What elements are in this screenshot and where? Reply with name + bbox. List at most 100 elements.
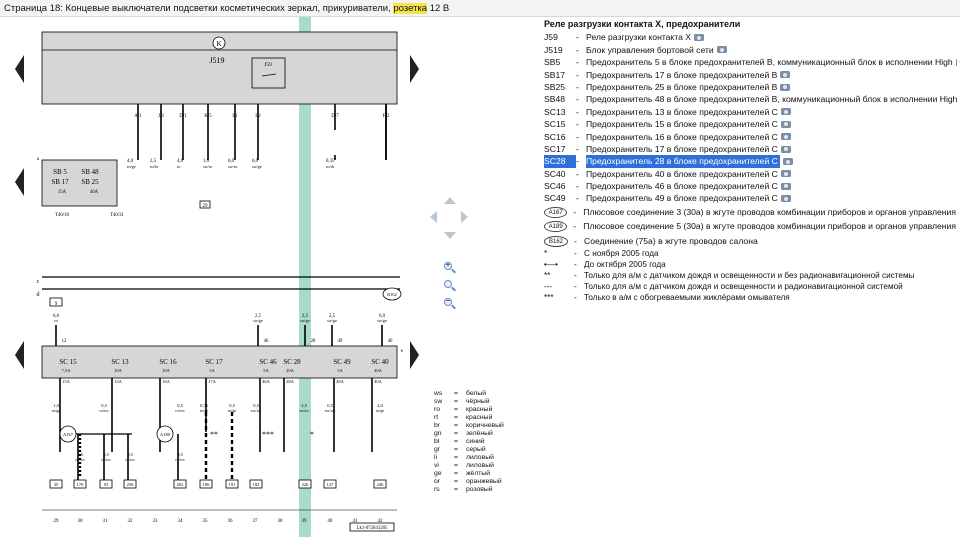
next-page-arrow[interactable] [410,55,419,83]
legend-code: SB17 [544,69,566,80]
legend-dash: - [576,181,579,192]
mid-terminal: 40 [388,339,393,344]
color-code-row: rs=розовый [434,486,504,494]
mid-wire-size: 2,5 [329,314,336,319]
box-29-label: 29 [203,204,209,209]
camera-icon[interactable] [782,158,793,165]
camera-icon[interactable] [780,182,791,190]
legend-item[interactable]: SC28-Предохранитель 28 в блоке предохран… [544,155,956,168]
legend-item[interactable]: SB25-Предохранитель 25 в блоке предохран… [544,81,956,93]
camera-icon[interactable] [780,83,791,91]
color-eq: = [454,470,458,477]
legend-item[interactable]: J519-Блок управления бортовой сети [544,44,956,56]
legend-item[interactable]: SC16-Предохранитель 16 в блоке предохран… [544,131,956,143]
doc-id-label: Lk1-072041205 [357,526,389,531]
camera-icon[interactable] [780,108,791,116]
top-wire-size: 6,0 [252,159,259,164]
color-code-row: ro=красный [434,406,504,414]
pan-down-icon[interactable] [444,232,456,239]
camera-icon[interactable] [716,46,727,54]
zoom-out-icon[interactable]: − [444,296,457,311]
color-code-row: or=оранжевый [434,478,504,486]
fuse-label: SB 48 [81,168,99,176]
camera-icon[interactable] [780,133,791,141]
color-abbr: vi [434,462,439,469]
bottom-wire-color: sw/ws [251,408,262,413]
ground-box-label: 246 [377,482,385,487]
connector-symbol: B162 [544,235,568,247]
legend-item[interactable]: SB5-Предохранитель 5 в блоке предохранит… [544,56,960,68]
sc-fuse-out: 16A [162,379,171,384]
camera-icon[interactable] [780,195,791,203]
previous-page-arrow[interactable] [15,55,24,83]
ground-box-label: 93 [104,482,109,487]
sc-fuse-out: 40A [374,379,383,384]
marker-star: * [310,430,314,439]
color-name: розовый [466,486,493,493]
legend-description: Предохранитель 28 в блоке предохранителе… [586,155,780,168]
legend-item[interactable]: SC15-Предохранитель 15 в блоке предохран… [544,118,956,130]
camera-icon[interactable] [780,71,791,79]
color-eq: = [454,438,458,445]
fuse-amp: 15A [58,190,67,195]
color-abbr: li [434,454,438,461]
legend-dash: - [576,44,579,55]
legend-description: Только в а/м с обогреваемыми жиклёрами о… [584,292,790,302]
color-eq: = [454,478,458,485]
color-eq: = [454,398,458,405]
legend-item[interactable]: SB17-Предохранитель 17 в блоке предохран… [544,69,956,81]
box-9 [49,297,63,307]
legend-connector-item[interactable]: B162-Соединение (75а) в жгуте проводов с… [544,234,956,249]
legend-dash: - [576,119,579,130]
pan-up-icon[interactable] [444,197,456,204]
color-name: лиловый [466,454,494,461]
camera-icon[interactable] [694,34,705,42]
color-code-row: li=лиловый [434,454,504,462]
fuse-label: SB 25 [81,178,99,186]
bottom-wire-size: 0,5 [101,403,107,409]
previous-page-arrow-3[interactable] [15,341,24,369]
zoom-in-icon[interactable]: + [444,260,457,275]
legend-dash: - [573,221,577,232]
color-code-row: vi=лиловый [434,462,504,470]
bottom-wire-color: ro/ge [52,408,61,413]
legend-item[interactable]: SC46-Предохранитель 46 в блоке предохран… [544,180,956,192]
legend-connector-item[interactable]: A167-Плюсовое соединение 3 (30а) в жгуте… [544,205,956,220]
sc-fuse-out: 15A [62,379,71,384]
pan-left-icon[interactable] [430,211,437,223]
ground-box [323,479,337,489]
color-code-row: gr=серый [434,446,504,454]
top-wire-size: 2,5 [150,159,157,164]
lower-wire-color: ro/ws [125,457,135,462]
mid-wire-size: 6,0 [53,314,60,319]
camera-icon[interactable] [780,120,791,128]
legend-item[interactable]: SC13-Предохранитель 13 в блоке предохран… [544,106,956,118]
ground-box [373,479,387,489]
top-wire-color: ro/br [150,164,159,169]
legend-code: SB48 [544,94,566,105]
ruler-number: 31 [103,519,109,524]
top-wire-color: ro [177,164,181,169]
legend-code: SC15 [544,119,566,130]
pan-right-icon[interactable] [461,211,468,223]
legend-dash: - [576,69,579,80]
legend-connector-item[interactable]: A189-Плюсовое соединение 5 (30а) в жгуте… [544,219,956,234]
legend-code: SC49 [544,193,566,204]
k-symbol-label: K [216,40,221,48]
legend-item[interactable]: SC40-Предохранитель 40 в блоке предохран… [544,168,956,180]
legend-item[interactable]: J59-Реле разгрузки контакта X [544,31,956,43]
legend-item[interactable]: SC17-Предохранитель 17 в блоке предохран… [544,143,956,155]
color-name: белый [466,390,487,397]
sc-fuse-out: 28A [286,379,295,384]
camera-icon[interactable] [780,145,791,153]
zoom-reset-icon[interactable] [444,280,457,293]
color-abbr: rt [434,414,439,421]
camera-icon[interactable] [780,170,791,178]
legend-item[interactable]: SB48-Предохранитель 48 в блоке предохран… [544,93,957,105]
previous-page-arrow-2[interactable] [15,168,24,196]
next-page-arrow-3[interactable] [410,341,419,369]
legend-note-symbol: •—• [544,259,558,269]
legend-dash: - [576,94,579,105]
legend-item[interactable]: SC49-Предохранитель 49 в блоке предохран… [544,192,956,204]
legend-description: Только для а/м с датчиком дождя и освеще… [584,270,915,280]
